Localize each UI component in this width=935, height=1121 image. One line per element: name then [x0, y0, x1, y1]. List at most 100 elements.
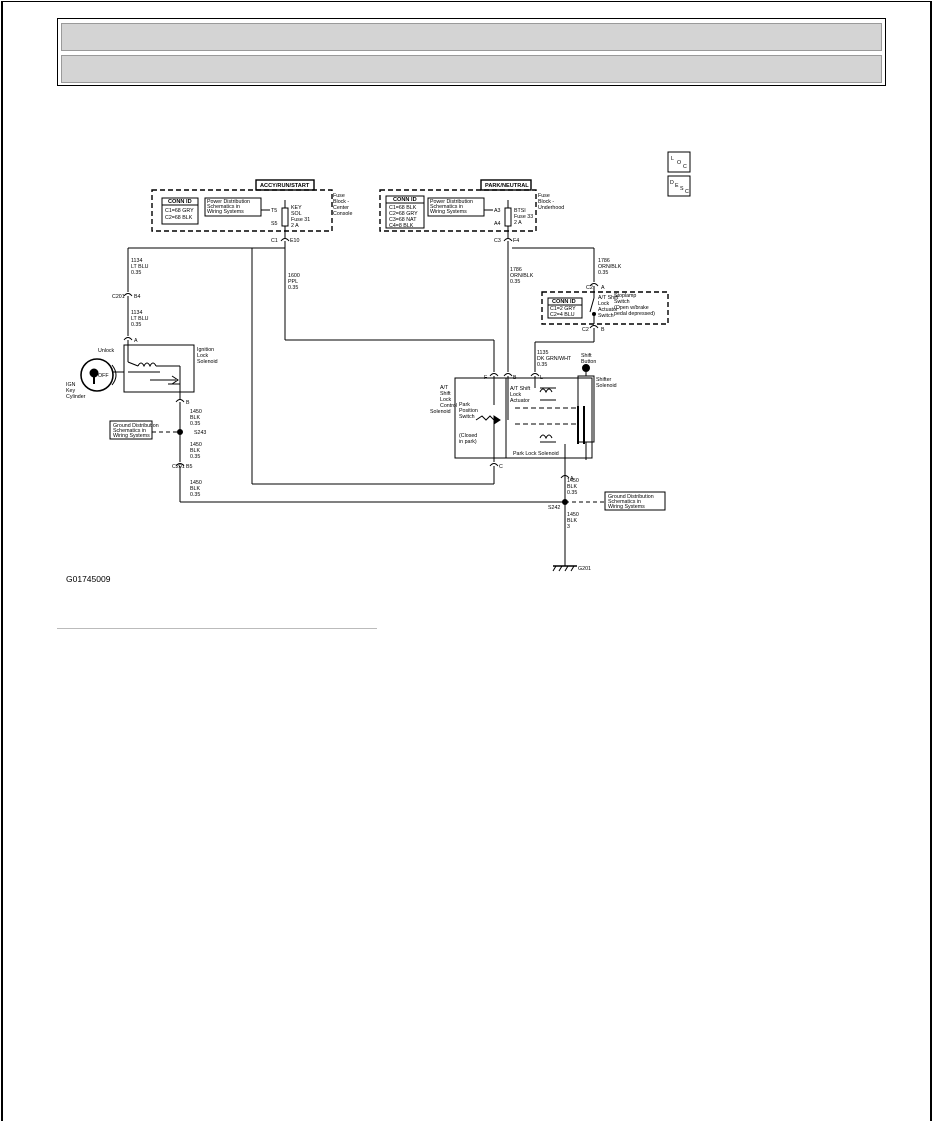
conn-id-box-3	[547, 297, 583, 319]
pin-label: L	[540, 375, 543, 381]
pin-label: A3	[494, 208, 501, 214]
pin-label: B	[513, 375, 517, 381]
ground-distribution-label: Wiring Systems	[608, 504, 645, 510]
btsi-label: 2 A	[514, 220, 522, 226]
conn-id-label: CONN ID	[393, 197, 417, 203]
ground-distribution-box-1	[109, 420, 153, 440]
wire-label: 0.35	[510, 279, 520, 285]
wire-label: LT BLU	[131, 316, 149, 322]
conn-id-entry: C1=2 GRY	[550, 306, 576, 312]
stoplamp-switch-label: (Open w/brake	[614, 305, 649, 311]
stoplamp-switch-box	[541, 291, 669, 325]
connector-label: C201	[172, 464, 185, 470]
wire-label: BLK	[190, 415, 200, 421]
desc-icon-glyph: D	[670, 180, 674, 186]
fuse-block-uh-label: Fuse	[538, 193, 550, 199]
wire-label: BLK	[567, 518, 577, 524]
ground-label: G201	[578, 566, 591, 572]
park-position-switch-label: Switch	[459, 414, 475, 420]
header-subtitle-bar	[61, 55, 882, 83]
pin-label: B	[186, 400, 190, 406]
shift-lock-actuator-label: A/T Shift	[510, 386, 531, 392]
wire-label: 1450	[190, 480, 202, 486]
fuse-block-underhood-box	[379, 189, 537, 232]
wire-label: LT BLU	[131, 264, 149, 270]
conn-id-entry: C3=68 NAT	[389, 217, 417, 223]
loc-icon-glyph: O	[677, 160, 681, 166]
wire-label: DK GRN/WHT	[537, 356, 572, 362]
desc-icon	[667, 175, 691, 197]
splice-s243	[177, 429, 183, 435]
wire-label: BLK	[567, 484, 577, 490]
pds-label: Schematics in	[430, 204, 463, 210]
wire-label: 1134	[131, 310, 142, 316]
conn-id-box-2	[385, 195, 425, 229]
connector-label: C201	[112, 294, 125, 300]
wire-label: 3	[567, 524, 570, 530]
control-solenoid-label: Shift	[440, 391, 451, 397]
conn-id-entry: C1=68 BLK	[389, 205, 417, 211]
wire-label: 0.35	[288, 285, 298, 291]
wire-label: 1600	[288, 273, 300, 279]
shift-lock-actuator-label: Actuator	[510, 398, 530, 404]
btsi-fuse	[504, 207, 512, 227]
desc-icon-glyph: C	[685, 189, 689, 195]
wire-label: 0.35	[190, 421, 200, 427]
wire-label: 1450	[190, 442, 202, 448]
loc-icon-glyph: L	[671, 156, 674, 162]
key-sol-label: SOL	[291, 211, 302, 217]
ign-key-cylinder-label: IGN	[66, 382, 76, 388]
pin-label: B	[601, 327, 605, 333]
loc-icon-glyph: C	[683, 164, 687, 170]
pds-label: Schematics in	[207, 204, 240, 210]
unlock-label: Unlock	[98, 348, 115, 354]
ground-distribution-label: Ground Distribution	[608, 494, 654, 500]
pin-label: S5	[271, 221, 278, 227]
pin-label: T5	[271, 208, 277, 214]
key-sol-fuse	[281, 207, 289, 227]
control-solenoid-label: Solenoid	[430, 409, 451, 415]
fuse-block-cc-label: Fuse	[333, 193, 345, 199]
ignition-lock-solenoid-box	[123, 344, 195, 393]
wire-label: 1786	[510, 267, 522, 273]
wire-label: PPL	[288, 279, 298, 285]
pds-label: Wiring Systems	[430, 209, 467, 215]
shift-button-label: Button	[581, 359, 596, 365]
wire-label: 0.35	[131, 322, 141, 328]
ign-key-cylinder-label: Key	[66, 388, 75, 394]
actuator-switch-label: Lock	[598, 301, 610, 307]
connector-label: C3	[494, 238, 501, 244]
splice-label: S242	[548, 505, 560, 511]
off-label: OFF	[98, 373, 109, 379]
closed-in-park-label: (Closed	[459, 433, 477, 439]
park-neutral-label: PARK/NEUTRAL	[485, 183, 529, 189]
connector-label: B5	[186, 464, 193, 470]
desc-icon-glyph: S	[680, 186, 684, 192]
control-solenoid-label: Lock	[440, 397, 452, 403]
ground-distribution-label: Wiring Systems	[113, 433, 150, 439]
stoplamp-switch-label: Stoplamp	[614, 293, 636, 299]
ign-key-cylinder	[80, 358, 114, 392]
wire-label: 0.35	[190, 454, 200, 460]
wire-label: 0.35	[190, 492, 200, 498]
wire-label: ORN/BLK	[598, 264, 622, 270]
document-header	[57, 18, 886, 86]
divider-rule	[57, 628, 377, 629]
wire-label: 0.35	[567, 490, 577, 496]
fuse-block-uh-label: Underhood	[538, 205, 564, 211]
wire-label: 1450	[190, 409, 202, 415]
fuse-block-uh-label: Block -	[538, 199, 554, 205]
connector-label: B4	[134, 294, 141, 300]
figure-id: G01745009	[66, 574, 111, 584]
pds-label: Power Distribution	[207, 199, 250, 205]
stoplamp-switch-label: pedal depressed)	[614, 311, 655, 317]
shift-button	[582, 364, 590, 372]
shift-button-label: Shift	[581, 353, 592, 359]
pin-label: A	[570, 476, 574, 482]
connector-label: C2	[582, 327, 589, 333]
wire-label: 0.35	[131, 270, 141, 276]
pds-label: Wiring Systems	[207, 209, 244, 215]
splice-label: S243	[194, 430, 206, 436]
loc-icon	[667, 151, 691, 173]
